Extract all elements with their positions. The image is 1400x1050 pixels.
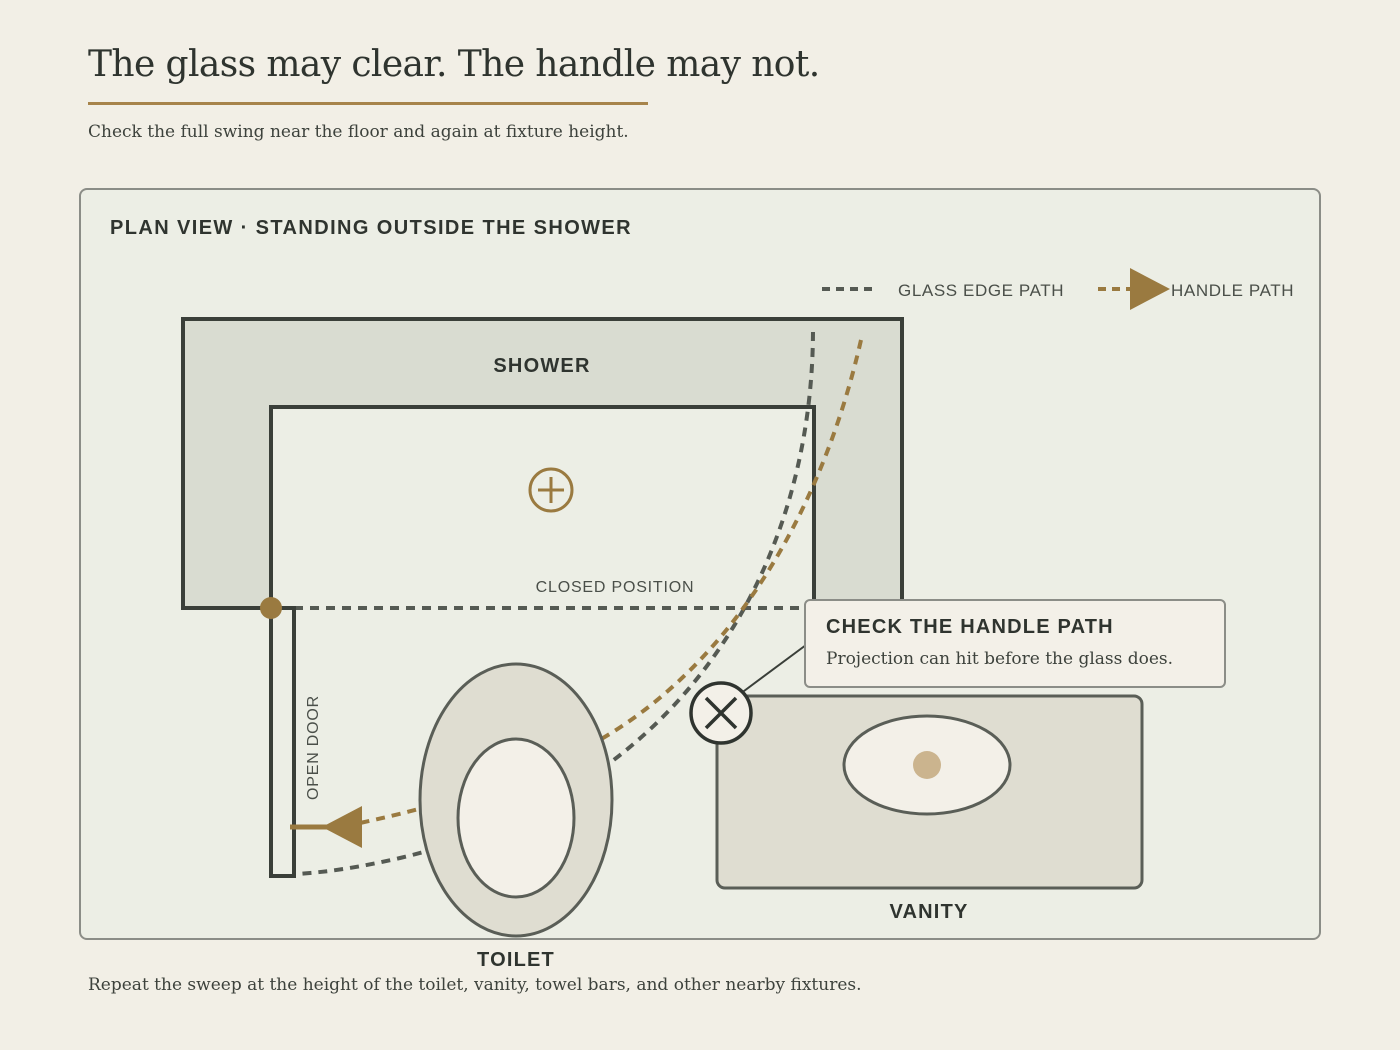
legend: GLASS EDGE PATH HANDLE PATH bbox=[822, 268, 1294, 310]
callout: CHECK THE HANDLE PATH Projection can hit… bbox=[804, 599, 1226, 688]
handle-legend-label: HANDLE PATH bbox=[1171, 281, 1294, 300]
arrow-head-icon bbox=[1130, 268, 1170, 310]
shower-wall bbox=[181, 317, 904, 610]
toilet-bowl-inner bbox=[456, 737, 576, 899]
open-door-panel bbox=[269, 606, 296, 878]
arrow-head-icon bbox=[322, 806, 362, 848]
title-underline bbox=[88, 102, 648, 105]
x-circle-icon bbox=[689, 681, 753, 745]
hinge-dot-icon bbox=[260, 597, 282, 619]
glass-edge-legend-label: GLASS EDGE PATH bbox=[898, 281, 1064, 300]
callout-box bbox=[804, 599, 1226, 688]
toilet-label: TOILET bbox=[477, 949, 555, 971]
page-title: The glass may clear. The handle may not. bbox=[88, 44, 820, 85]
vanity-label: VANITY bbox=[889, 901, 968, 923]
panel-title: PLAN VIEW · STANDING OUTSIDE THE SHOWER bbox=[110, 217, 632, 239]
open-door-label: OPEN DOOR bbox=[305, 695, 322, 800]
callout-leader bbox=[739, 644, 807, 695]
footer-note: Repeat the sweep at the height of the to… bbox=[88, 975, 862, 995]
callout-title: CHECK THE HANDLE PATH bbox=[826, 616, 1114, 638]
shower-label: SHOWER bbox=[493, 355, 590, 377]
vanity bbox=[715, 694, 1144, 890]
sink-drain bbox=[913, 751, 941, 779]
closed-position-label: CLOSED POSITION bbox=[536, 579, 695, 596]
page-subtitle: Check the full swing near the floor and … bbox=[88, 122, 629, 142]
callout-body: Projection can hit before the glass does… bbox=[826, 649, 1173, 669]
toilet bbox=[418, 662, 614, 938]
crosshair-circle-icon bbox=[528, 467, 574, 513]
